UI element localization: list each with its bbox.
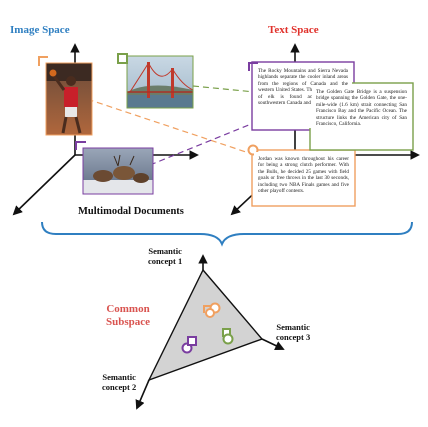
image-z-axis bbox=[12, 154, 76, 216]
multimodal-documents-label: Multimodal Documents bbox=[78, 206, 184, 217]
semantic-concept-2-label: Semantic concept 2 bbox=[102, 372, 136, 392]
purple-pair-icon bbox=[181, 336, 197, 354]
elk-herd-photo bbox=[82, 147, 154, 195]
common-line1: Common bbox=[106, 303, 150, 315]
green-pair-icon bbox=[222, 328, 234, 345]
common-line2: Subspace bbox=[106, 316, 151, 328]
concept2-axis bbox=[135, 379, 150, 410]
semantic-triangle bbox=[147, 268, 264, 382]
semantic-concept-1-label: Semantic concept 1 bbox=[148, 246, 182, 266]
green-marker-image bbox=[117, 53, 128, 64]
orange-pair-icon bbox=[203, 302, 221, 318]
concept-1-line2: concept 1 bbox=[148, 256, 183, 266]
orange-marker-image bbox=[38, 56, 48, 66]
purple-marker-text bbox=[248, 62, 258, 71]
basketball-player-photo bbox=[45, 62, 93, 136]
common-subspace-label: Common Subspace bbox=[106, 303, 150, 329]
link-elk-to-rocky-text bbox=[149, 117, 267, 166]
concept-2-line2: concept 2 bbox=[102, 382, 137, 392]
semantic-concept-3-label: Semantic concept 3 bbox=[276, 322, 310, 342]
grouping-brace bbox=[41, 221, 413, 247]
golden-gate-bridge-photo bbox=[126, 55, 194, 109]
image-space-title: Image Space bbox=[10, 24, 70, 36]
concept3-axis bbox=[261, 338, 285, 351]
text-space-title: Text Space bbox=[268, 24, 319, 36]
concept-2-line1: Semantic bbox=[102, 372, 136, 382]
concept-3-line1: Semantic bbox=[276, 322, 310, 332]
concept-1-line1: Semantic bbox=[148, 246, 182, 256]
purple-marker-image bbox=[75, 141, 86, 150]
jordan-text: Jordan was known throughout his career f… bbox=[254, 152, 353, 204]
golden-gate-text: The Golden Gate Bridge is a suspension b… bbox=[312, 85, 411, 148]
concept-3-line2: concept 3 bbox=[276, 332, 311, 342]
common-subspace-axes bbox=[135, 254, 285, 410]
